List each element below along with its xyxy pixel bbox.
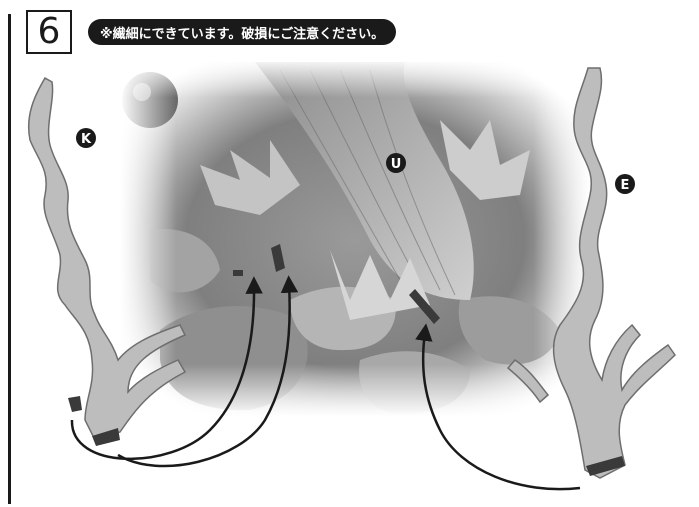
arrow-k-small	[70, 276, 263, 461]
figure-photo	[120, 62, 590, 417]
peg-k-small	[68, 396, 82, 412]
arrow-e	[415, 323, 581, 491]
svg-text:K: K	[81, 132, 92, 147]
part-e-branch	[506, 67, 676, 479]
badge-u: U	[386, 153, 406, 173]
svg-text:E: E	[621, 178, 630, 193]
slot-k-small	[233, 270, 243, 276]
step-number: 6	[26, 10, 72, 54]
peg-k-large	[92, 428, 120, 446]
mount-slots	[233, 244, 440, 324]
slot-k-large	[271, 244, 285, 272]
part-k-branch	[27, 76, 187, 446]
left-margin-rule	[8, 14, 11, 504]
slot-e	[409, 289, 440, 324]
badge-e: E	[615, 174, 635, 194]
peg-e	[586, 456, 625, 476]
caution-banner: ※繊細にできています。破損にご注意ください。	[88, 19, 397, 45]
badge-k: K	[76, 128, 96, 148]
svg-text:U: U	[391, 157, 402, 172]
assembly-arrows	[70, 275, 581, 491]
arrow-k-large	[117, 275, 299, 468]
